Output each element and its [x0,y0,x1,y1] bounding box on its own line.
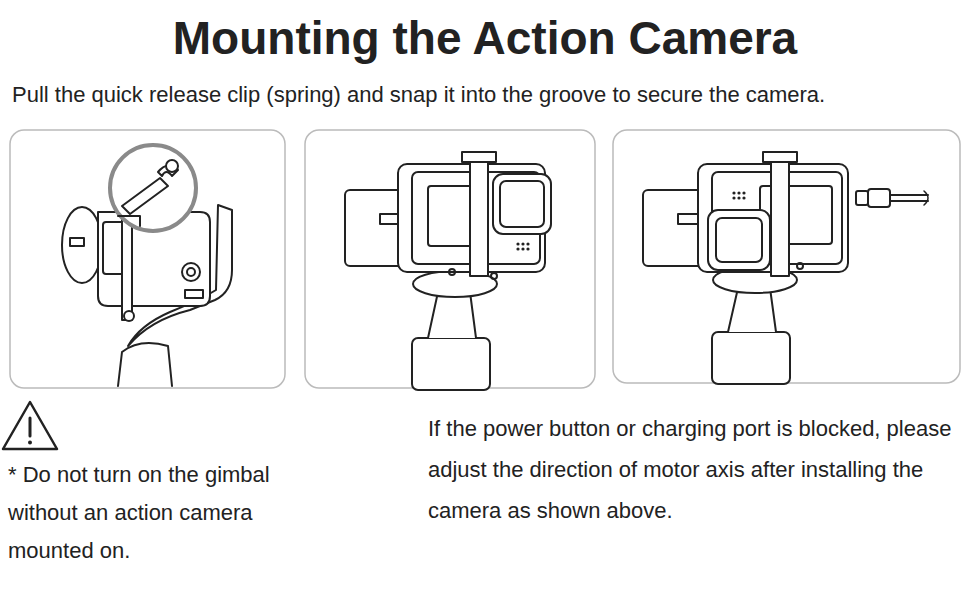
gimbal-illustration [643,152,848,384]
usb-cable [856,189,928,207]
gimbal-illustration [345,152,551,390]
warning-icon [3,402,57,449]
title: Mounting the Action Camera [173,10,797,66]
instruction-text: Pull the quick release clip (spring) and… [12,80,825,110]
panel-frame [10,130,285,388]
panel-frame [613,130,960,383]
warning-note: * Do not turn on the gimbal without an a… [8,456,313,570]
adjustment-note: If the power button or charging port is … [428,408,968,531]
callout-magnifier [110,145,196,231]
